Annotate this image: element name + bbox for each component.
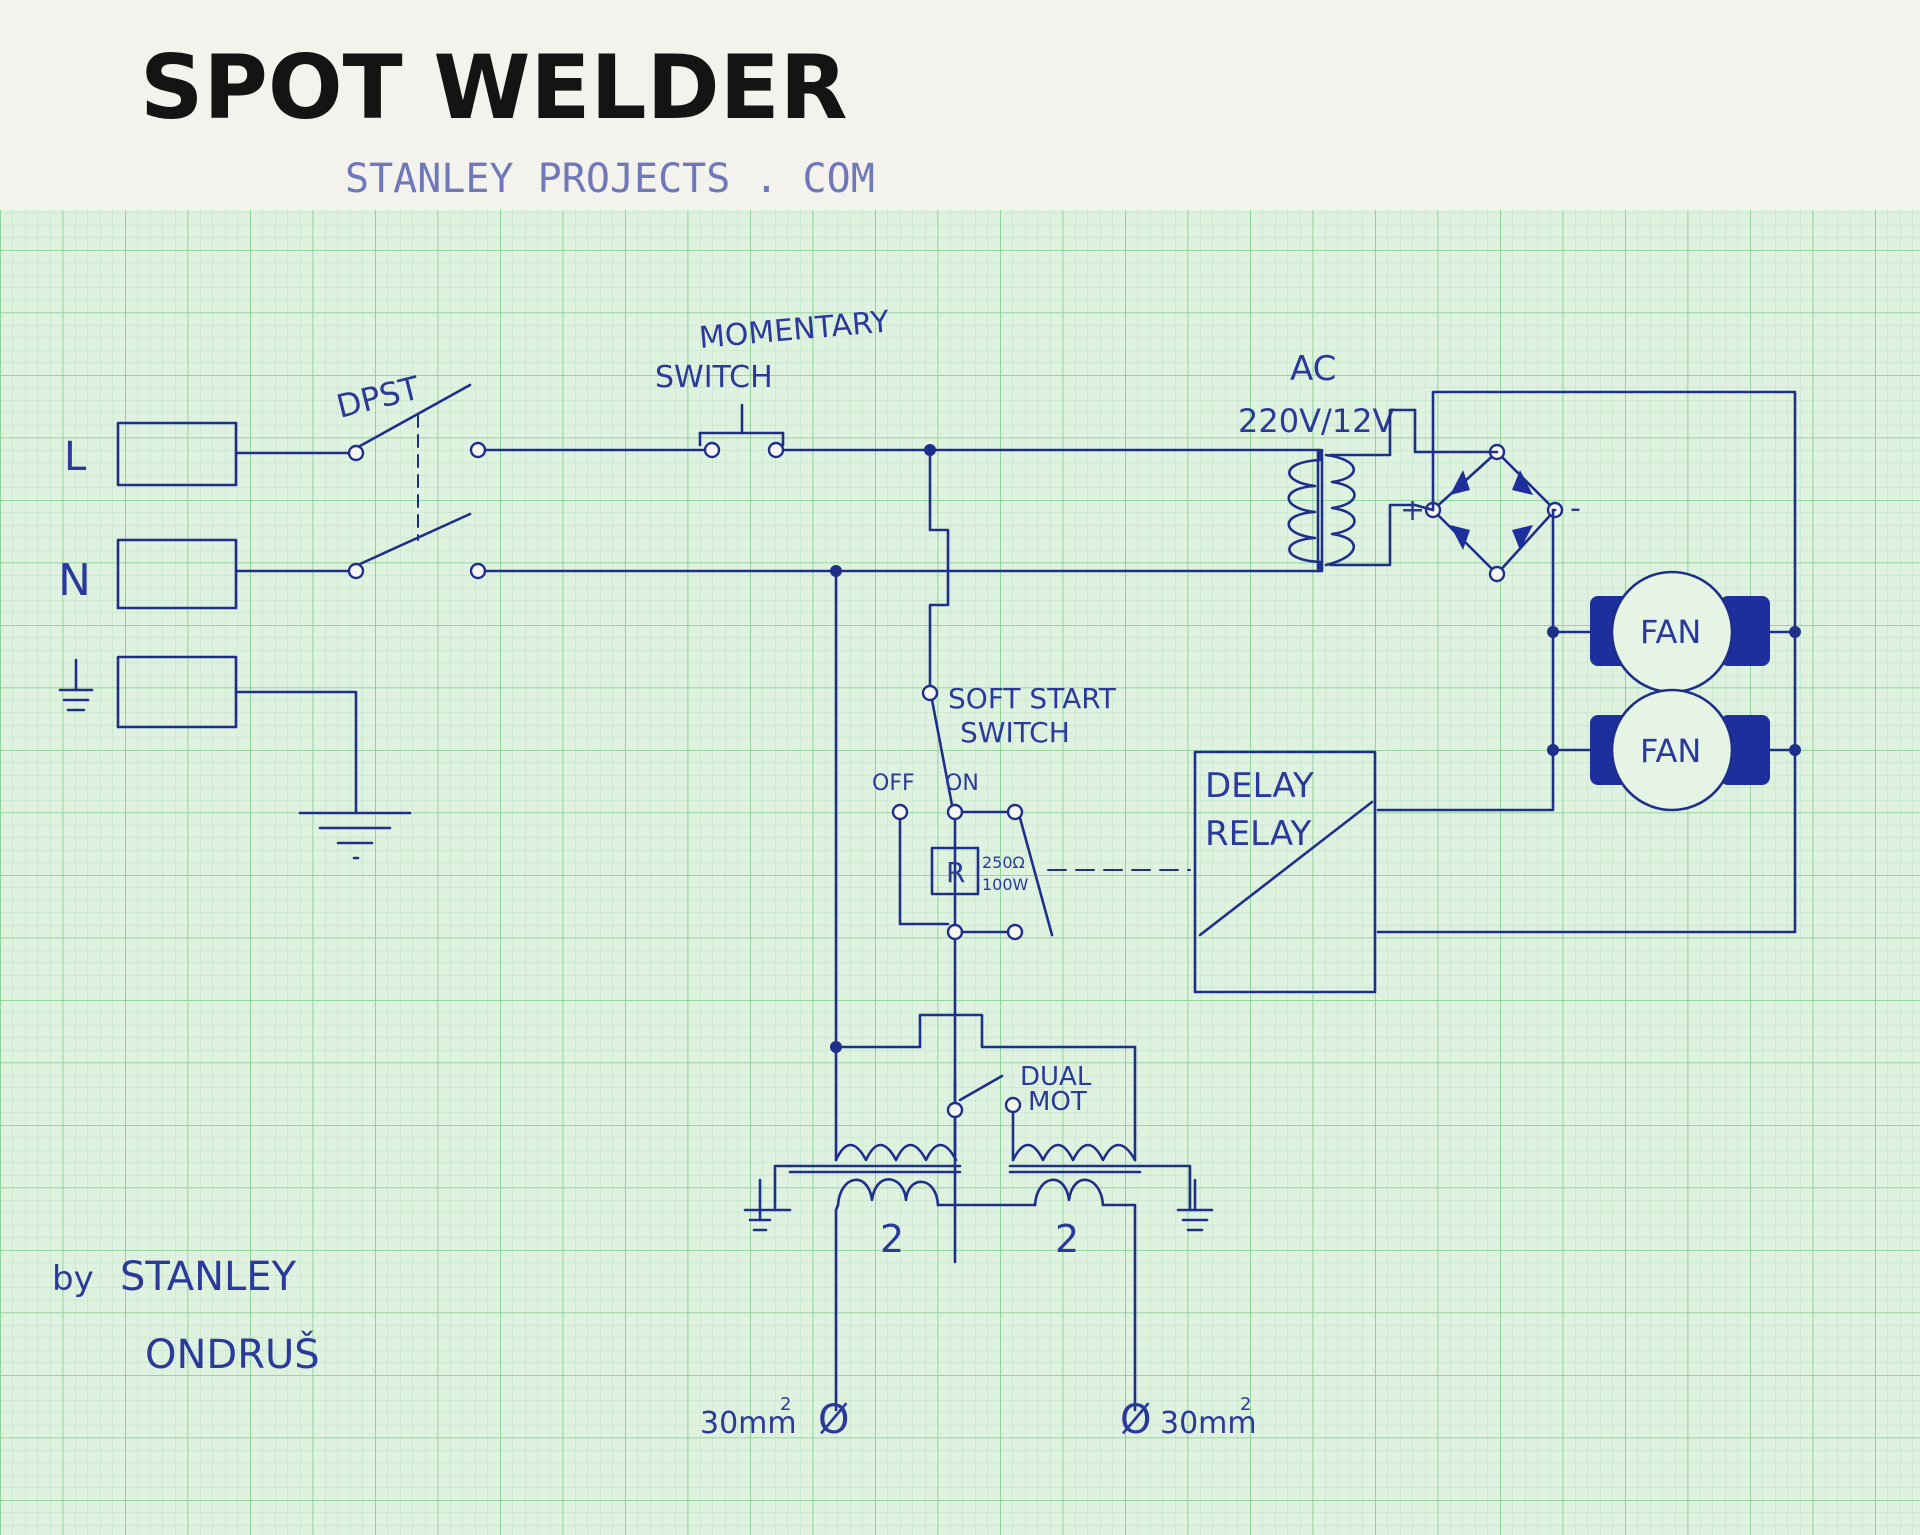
soft-start-label-2: SWITCH [960,716,1070,749]
cable-left-exp: 2 [780,1394,791,1415]
resistor-power: 100W [982,875,1029,894]
dual-mot: DUAL MOT 2 2 [743,1013,1214,1412]
author-signature: by STANLEY ONDRUŠ [52,1254,320,1378]
resistor-value: 250Ω [982,853,1025,872]
welding-cable-right: Ø 30mm 2 [1120,1394,1257,1443]
earth-icon [743,1178,1214,1232]
website: STANLEY PROJECTS . COM [345,156,875,202]
author-first-name: STANLEY [120,1254,297,1300]
control-transformer: AC 220V/12V [1238,349,1417,573]
dual-label-2: MOT [1028,1087,1087,1117]
cable-left-label: 30mm [700,1406,797,1441]
resistor-label: R [946,856,965,889]
delay-label-2: RELAY [1205,814,1311,854]
graph-grid [0,210,1920,1535]
live-label: L [64,434,87,480]
mains-terminals: L N [58,421,238,729]
turns-left: 2 [880,1217,904,1261]
soft-start-wiring [834,448,957,1264]
soft-start-switch: SOFT START SWITCH OFF ON R 250Ω 100W [872,682,1191,941]
title: SPOT WELDER [140,36,848,139]
junction-dot [924,444,936,456]
transformer-rating: 220V/12V [1238,402,1394,440]
terminal-neutral [116,538,238,610]
author-last-name: ONDRUŠ [145,1330,320,1378]
cable-right-diameter: Ø [1120,1397,1151,1443]
cable-left-diameter: Ø [818,1397,849,1443]
cable-right-label: 30mm [1160,1406,1257,1441]
fan-1-label: FAN [1640,613,1701,651]
soft-start-label-1: SOFT START [948,682,1117,715]
junction-dot [830,565,842,577]
junction-dot [1789,744,1801,756]
on-label: ON [945,771,979,796]
off-label: OFF [872,771,915,796]
line-wires [483,448,1322,573]
author-by: by [52,1259,94,1299]
turns-right: 2 [1055,1217,1079,1261]
cable-right-exp: 2 [1240,1394,1251,1415]
welding-cable-left: 30mm 2 Ø [700,1394,849,1443]
delay-relay: DELAY RELAY [1193,750,1377,994]
fan-2: FAN [1590,688,1770,812]
earth-icon [58,658,94,712]
momentary-label-2: SWITCH [655,360,773,395]
junction-dot [1547,744,1559,756]
junction-dot [1547,626,1559,638]
fan-1: FAN [1590,570,1770,694]
neutral-label: N [58,555,91,606]
plus-label: + [1400,493,1425,528]
fan-2-label: FAN [1640,732,1701,770]
ac-label: AC [1290,349,1336,389]
dual-label-1: DUAL [1020,1062,1092,1092]
delay-label-1: DELAY [1205,766,1314,806]
soft-start-resistor [930,846,980,896]
earth-wire [234,690,412,860]
junction-dot [1789,626,1801,638]
minus-label: - [1570,491,1581,526]
